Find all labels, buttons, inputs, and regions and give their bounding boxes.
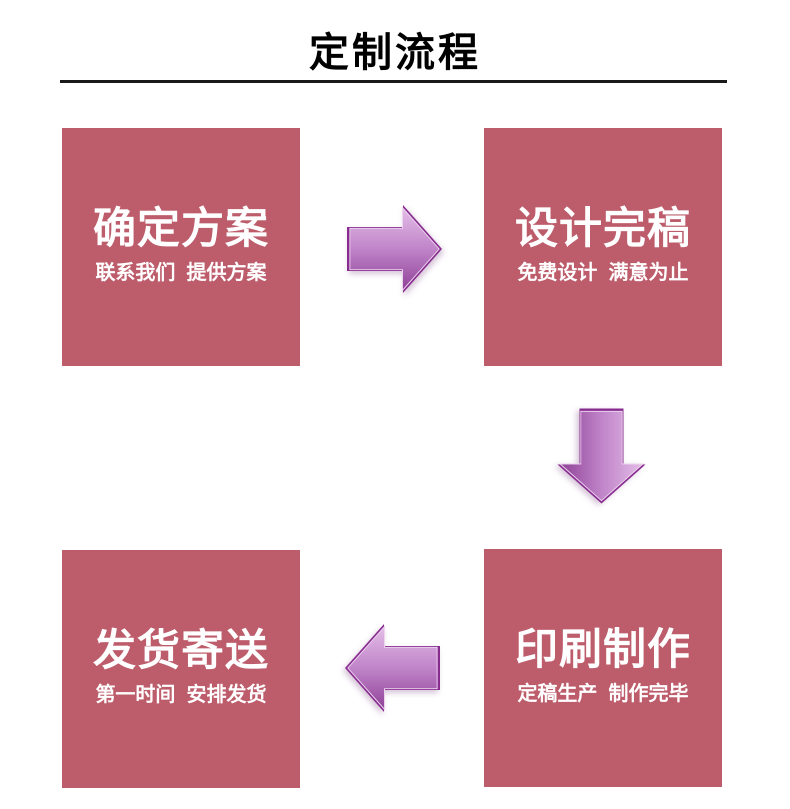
title-divider <box>60 80 727 83</box>
step-box-confirm-plan: 确定方案 联系我们 提供方案 <box>62 128 300 366</box>
step-title: 确定方案 <box>93 205 269 253</box>
step-title: 印刷制作 <box>515 626 691 674</box>
page-title: 定制流程 <box>309 31 481 75</box>
arrow-right-icon <box>347 205 442 293</box>
arrow-down-icon <box>557 408 646 504</box>
step-box-shipping: 发货寄送 第一时间 安排发货 <box>62 550 300 788</box>
step-box-print-production: 印刷制作 定稿生产 制作完毕 <box>484 549 722 787</box>
arrow-left-icon <box>345 624 440 712</box>
step-subtitle: 联系我们 提供方案 <box>95 262 267 284</box>
step-title: 设计完稿 <box>515 205 691 253</box>
step-box-design-final: 设计完稿 免费设计 满意为止 <box>484 128 722 366</box>
step-subtitle: 定稿生产 制作完毕 <box>517 683 689 705</box>
step-title: 发货寄送 <box>93 627 269 675</box>
step-subtitle: 第一时间 安排发货 <box>95 684 267 706</box>
step-subtitle: 免费设计 满意为止 <box>517 262 689 284</box>
